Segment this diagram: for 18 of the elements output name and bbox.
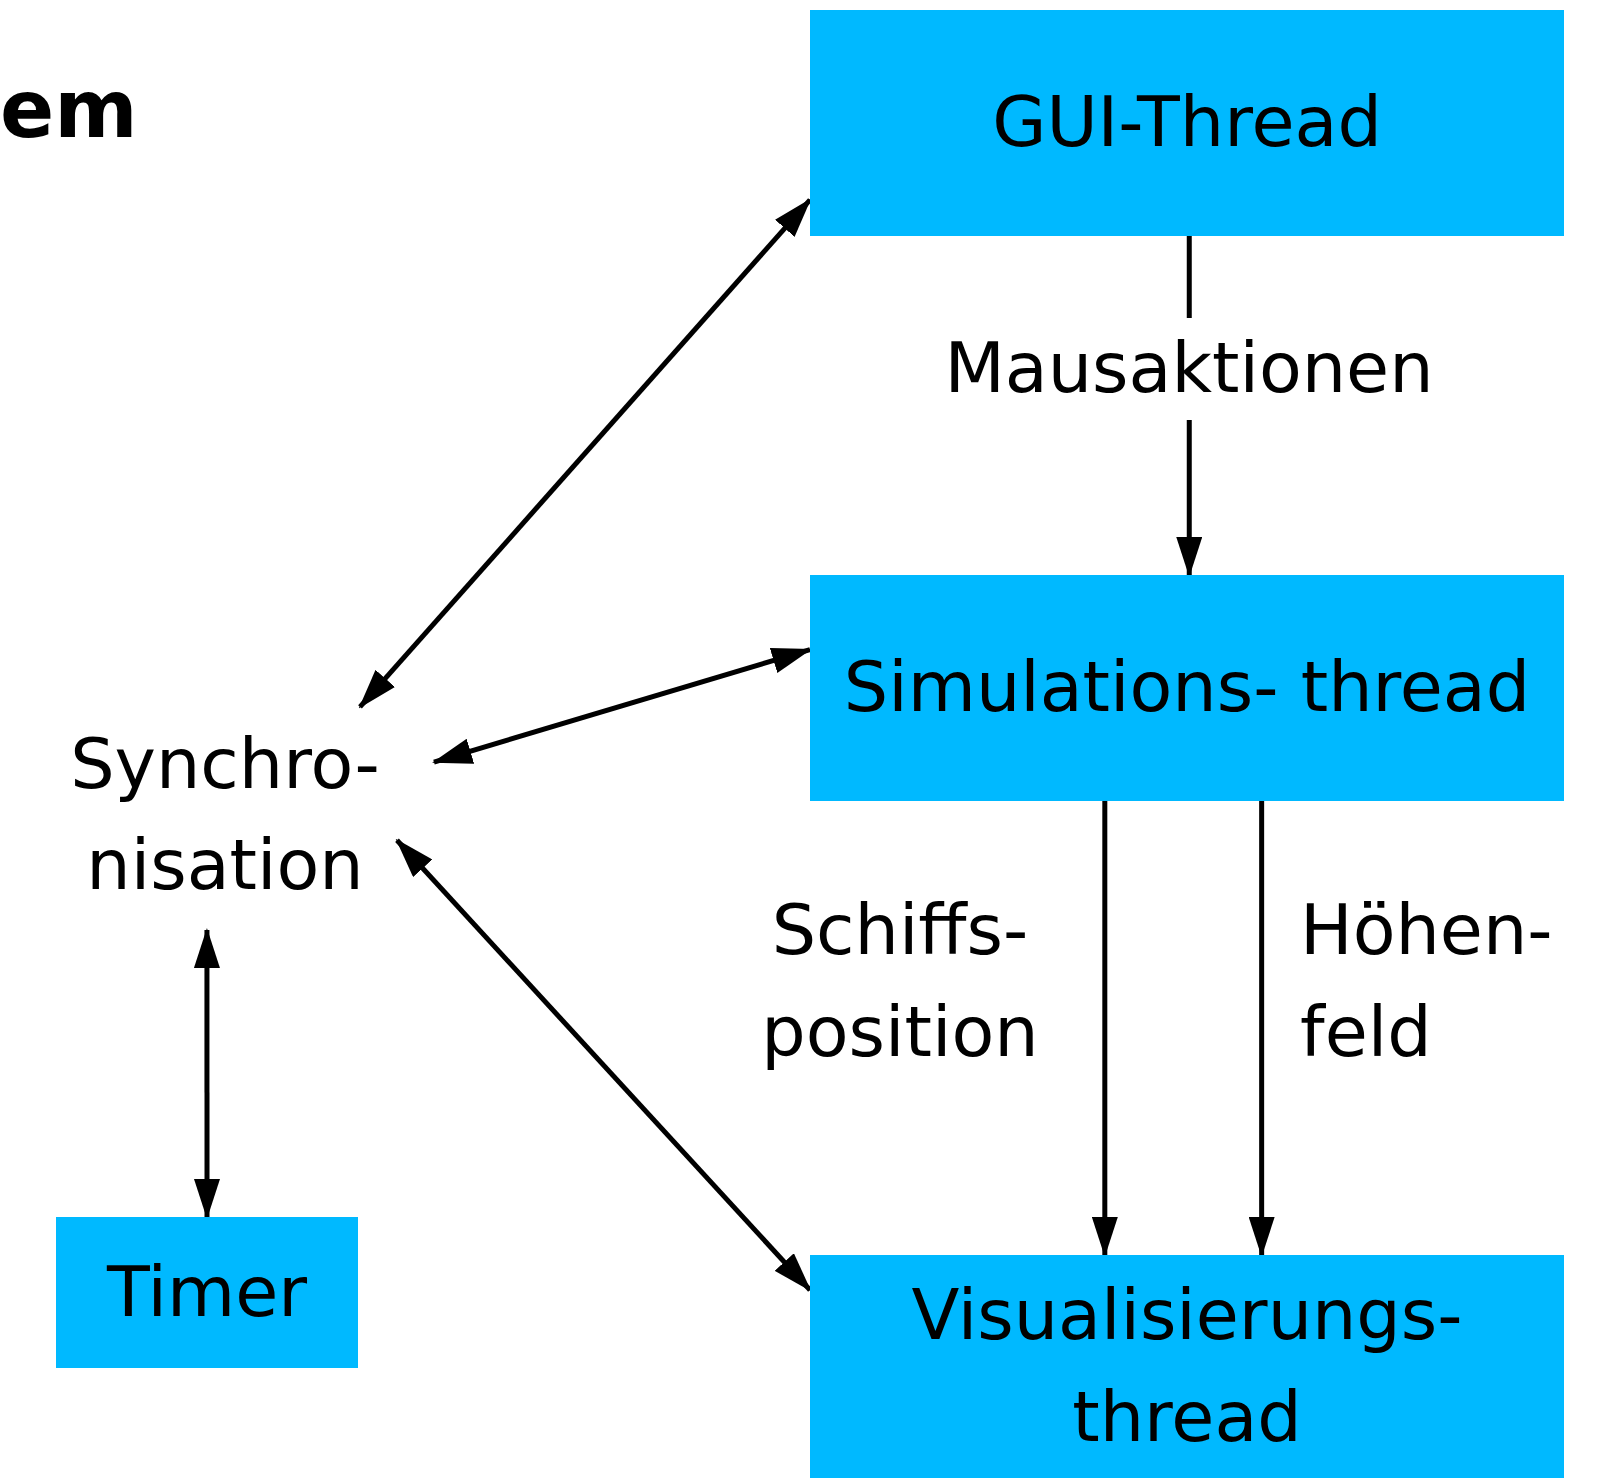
arrow [1248, 801, 1275, 1257]
edge-label: Schiffs- position [760, 888, 1040, 1075]
box-label: Simulations- thread [843, 645, 1531, 731]
arrow [358, 198, 812, 709]
process-box [810, 575, 1564, 801]
process-box [56, 1217, 358, 1368]
heading: em [0, 62, 138, 158]
node-label: Synchro- nisation [69, 721, 381, 908]
arrow [432, 647, 812, 765]
arrow [395, 838, 812, 1292]
arrow [193, 928, 220, 1219]
box-label: Visualisierungs- thread [910, 1273, 1464, 1460]
box-label: Timer [106, 1249, 308, 1335]
process-box [810, 10, 1564, 236]
arrow [1091, 801, 1118, 1257]
process-box [810, 1255, 1564, 1478]
edge-label: Höhen- feld [1300, 888, 1554, 1075]
box-label: GUI-Thread [992, 80, 1382, 166]
